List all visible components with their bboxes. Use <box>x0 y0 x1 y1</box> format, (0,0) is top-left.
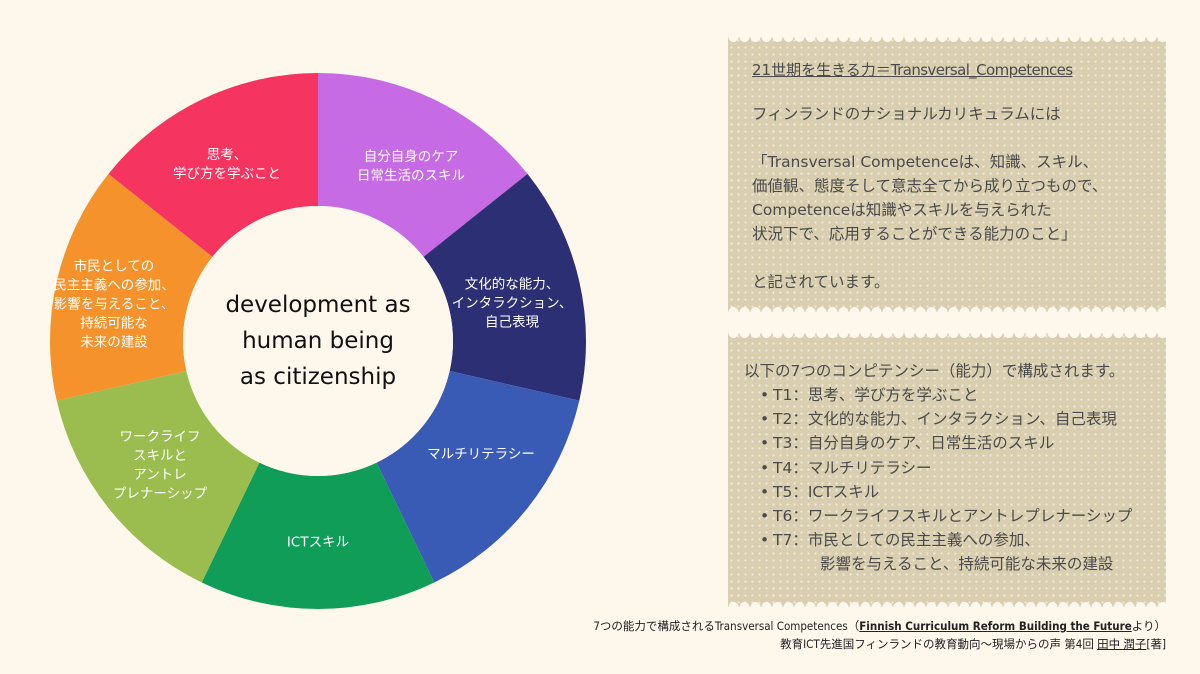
segment-label-t4: マルチリテラシー <box>427 446 535 463</box>
article-title: 教育ICT先進国フィンランドの教育動向～現場からの声 第4回 <box>780 637 1098 651</box>
source-link[interactable]: Finnish Curriculum Reform Building the F… <box>859 619 1132 633</box>
competences-list-panel: 以下の7つのコンピテンシー（能力）で構成されます。 •T1：思考、学び方を学ぶこ… <box>728 333 1166 607</box>
competence-text: T7：市民としての民主主義への参加、 <box>773 531 1040 550</box>
definition-title: 21世期を生きる力＝Transversal_Competences <box>752 59 1073 80</box>
bullet-icon: • <box>760 410 770 429</box>
bullet-icon: • <box>760 386 770 404</box>
competence-item-t1: •T1：思考、学び方を学ぶこと <box>760 383 1132 407</box>
bullet-icon: • <box>760 434 770 453</box>
competence-item-t6: •T6：ワークライフスキルとアントレプレナーシップ <box>760 504 1132 528</box>
donut-hole <box>183 206 453 476</box>
segment-t6 <box>56 371 260 583</box>
segment-label-t1: 思考、 学び方を学ぶこと <box>173 147 281 182</box>
competence-item-t4: •T4：マルチリテラシー <box>760 456 1132 480</box>
segment-t5 <box>201 462 435 609</box>
bullet-icon: • <box>760 507 770 526</box>
competence-item-t5: •T5：ICTスキル <box>760 480 1132 504</box>
competences-donut-chart <box>49 73 587 609</box>
author-link[interactable]: 田中 潤子 <box>1097 637 1147 651</box>
segment-t1 <box>108 73 318 257</box>
competence-item-t3: •T3：自分自身のケア、日常生活のスキル <box>760 431 1132 455</box>
competence-text: T2：文化的な能力、インタラクション、自己表現 <box>773 410 1117 429</box>
segment-label-t5: ICTスキル <box>286 534 350 551</box>
article-caption: 教育ICT先進国フィンランドの教育動向～現場からの声 第4回 田中 潤子[著] <box>780 636 1166 652</box>
segment-t4 <box>376 371 580 583</box>
segment-label-t7: 市民としての 民主主義への参加、 影響を与えること、 持続可能な 未来の建設 <box>53 258 175 351</box>
definition-panel: 21世期を生きる力＝Transversal_Competences フィンランド… <box>728 37 1166 312</box>
author-suffix: [著] <box>1146 637 1166 651</box>
curriculum-intro: フィンランドのナショナルカリキュラムには <box>752 105 1061 123</box>
bullet-icon: • <box>760 482 770 501</box>
source-caption: 7つの能力で構成されるTransversal Competences（Finni… <box>593 618 1166 634</box>
competence-text: T1：思考、学び方を学ぶこと <box>773 386 979 404</box>
competence-text: T4：マルチリテラシー <box>773 458 932 477</box>
list-intro: 以下の7つのコンピテンシー（能力）で構成されます。 <box>744 362 1125 380</box>
bullet-icon: • <box>760 531 770 550</box>
segment-t2 <box>423 173 587 401</box>
competence-text: T3：自分自身のケア、日常生活のスキル <box>773 434 1055 453</box>
title-underlined: 21世期を生きる力＝ <box>752 61 891 79</box>
competence-item-t2: •T2：文化的な能力、インタラクション、自己表現 <box>760 407 1132 431</box>
competence-item-t7: •T7：市民としての民主主義への参加、影響を与えること、持続可能な未来の建設 <box>760 528 1132 576</box>
caption-suffix: より） <box>1131 619 1166 633</box>
caption-prefix: 7つの能力で構成されるTransversal Competences（ <box>593 619 860 633</box>
segment-label-t6: ワークライフ スキルと アントレ プレナーシップ <box>112 429 208 502</box>
competence-text: T6：ワークライフスキルとアントレプレナーシップ <box>773 507 1133 526</box>
segment-label-t2: 文化的な能力、 インタラクション、 自己表現 <box>451 276 573 331</box>
competence-text-continued: 影響を与えること、持続可能な未来の建設 <box>820 555 1114 574</box>
segment-t7 <box>49 173 213 401</box>
segment-t3 <box>318 73 528 257</box>
segment-label-t3: 自分自身のケア 日常生活のスキル <box>357 149 465 184</box>
bullet-icon: • <box>760 458 770 477</box>
definition-quote: 「Transversal Competenceは、知識、スキル、 価値観、態度そ… <box>752 153 1108 243</box>
competence-text: T5：ICTスキル <box>773 482 880 501</box>
competences-list: •T1：思考、学び方を学ぶこと•T2：文化的な能力、インタラクション、自己表現•… <box>760 383 1132 577</box>
donut-center-text: development as human being as citizenshi… <box>225 292 411 390</box>
definition-closing: と記されています。 <box>752 273 890 291</box>
title-rest: Transversal_Competences <box>890 61 1073 79</box>
